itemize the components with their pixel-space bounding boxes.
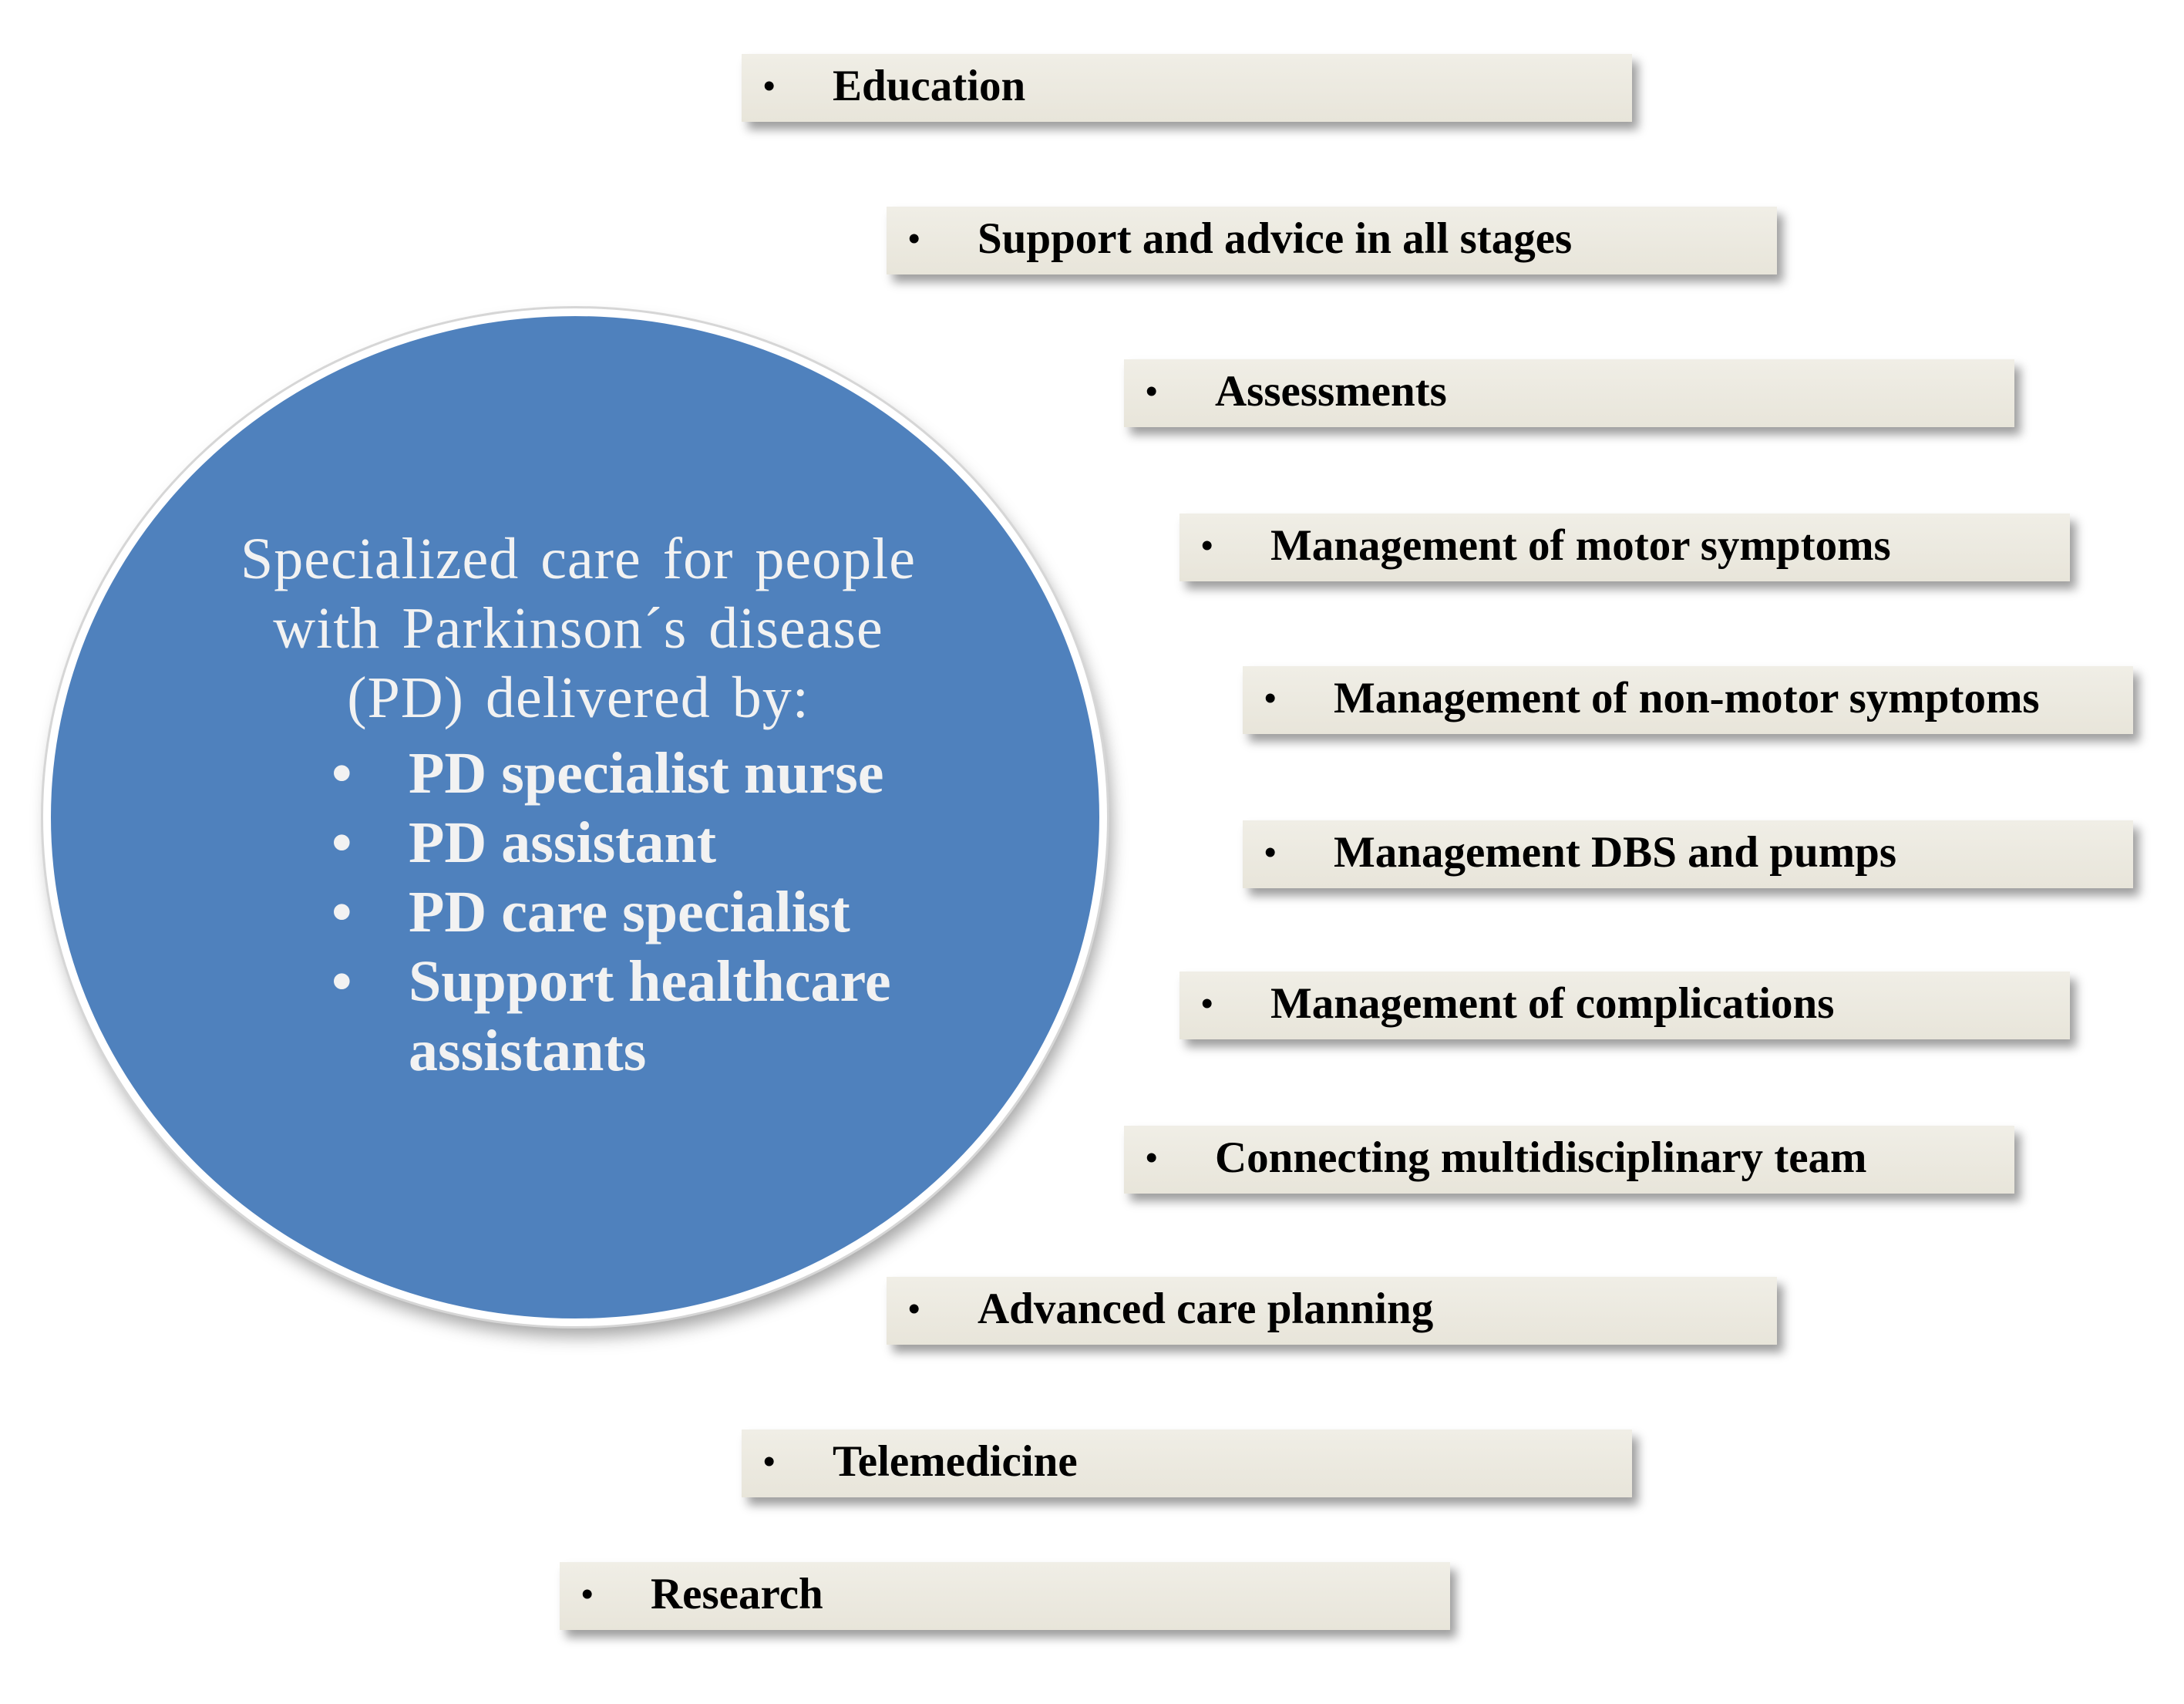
service-label: Management of non-motor symptoms: [1334, 674, 2040, 722]
service-box-complications: • Management of complications: [1179, 972, 2070, 1039]
provider-label: Support healthcare assistants: [409, 949, 891, 1083]
bullet-icon: •: [763, 1443, 776, 1480]
provider-label: PD assistant: [409, 810, 717, 875]
bullet-icon: •: [581, 1575, 594, 1613]
bullet-icon: •: [908, 220, 920, 258]
bullet-icon: •: [1146, 1139, 1158, 1177]
provider-item: • Support healthcare assistants: [324, 947, 1018, 1086]
center-circle: [43, 308, 1107, 1326]
provider-item: • PD specialist nurse: [324, 739, 1018, 808]
provider-label: PD specialist nurse: [409, 741, 884, 806]
bullet-icon: •: [1264, 679, 1277, 717]
bullet-icon: •: [331, 880, 352, 945]
bullet-icon: •: [1201, 985, 1213, 1022]
service-label: Assessments: [1215, 367, 1447, 416]
provider-label: PD care specialist: [409, 880, 850, 945]
service-box-non-motor-symptoms: • Management of non-motor symptoms: [1243, 666, 2133, 734]
center-title: Specialized care for people with Parkins…: [241, 527, 916, 730]
service-label: Education: [833, 62, 1026, 110]
bullet-icon: •: [331, 741, 352, 806]
bullet-icon: •: [763, 67, 776, 105]
service-box-education: • Education: [742, 54, 1632, 122]
service-label: Telemedicine: [833, 1437, 1078, 1486]
bullet-icon: •: [908, 1290, 920, 1328]
provider-item: • PD assistant: [324, 808, 1018, 877]
bullet-icon: •: [331, 810, 352, 875]
bullet-icon: •: [1146, 372, 1158, 410]
service-label: Support and advice in all stages: [978, 214, 1573, 263]
service-label: Advanced care planning: [978, 1285, 1434, 1333]
service-label: Research: [651, 1570, 823, 1618]
service-box-support-advice: • Support and advice in all stages: [887, 207, 1777, 274]
bullet-icon: •: [1201, 527, 1213, 564]
service-box-advanced-care-planning: • Advanced care planning: [887, 1277, 1777, 1345]
service-box-motor-symptoms: • Management of motor symptoms: [1179, 514, 2070, 581]
service-box-multidisciplinary-team: • Connecting multidisciplinary team: [1124, 1126, 2014, 1194]
service-box-telemedicine: • Telemedicine: [742, 1430, 1632, 1497]
service-box-dbs-pumps: • Management DBS and pumps: [1243, 820, 2133, 888]
service-label: Management of complications: [1270, 979, 1835, 1028]
service-label: Connecting multidisciplinary team: [1215, 1133, 1867, 1182]
service-label: Management of motor symptoms: [1270, 521, 1891, 570]
bullet-icon: •: [331, 949, 352, 1014]
service-box-research: • Research: [560, 1562, 1450, 1630]
service-box-assessments: • Assessments: [1124, 359, 2014, 427]
bullet-icon: •: [1264, 833, 1277, 871]
provider-item: • PD care specialist: [324, 877, 1018, 947]
service-label: Management DBS and pumps: [1334, 828, 1897, 877]
provider-list: • PD specialist nurse • PD assistant • PD c…: [324, 739, 1018, 1086]
